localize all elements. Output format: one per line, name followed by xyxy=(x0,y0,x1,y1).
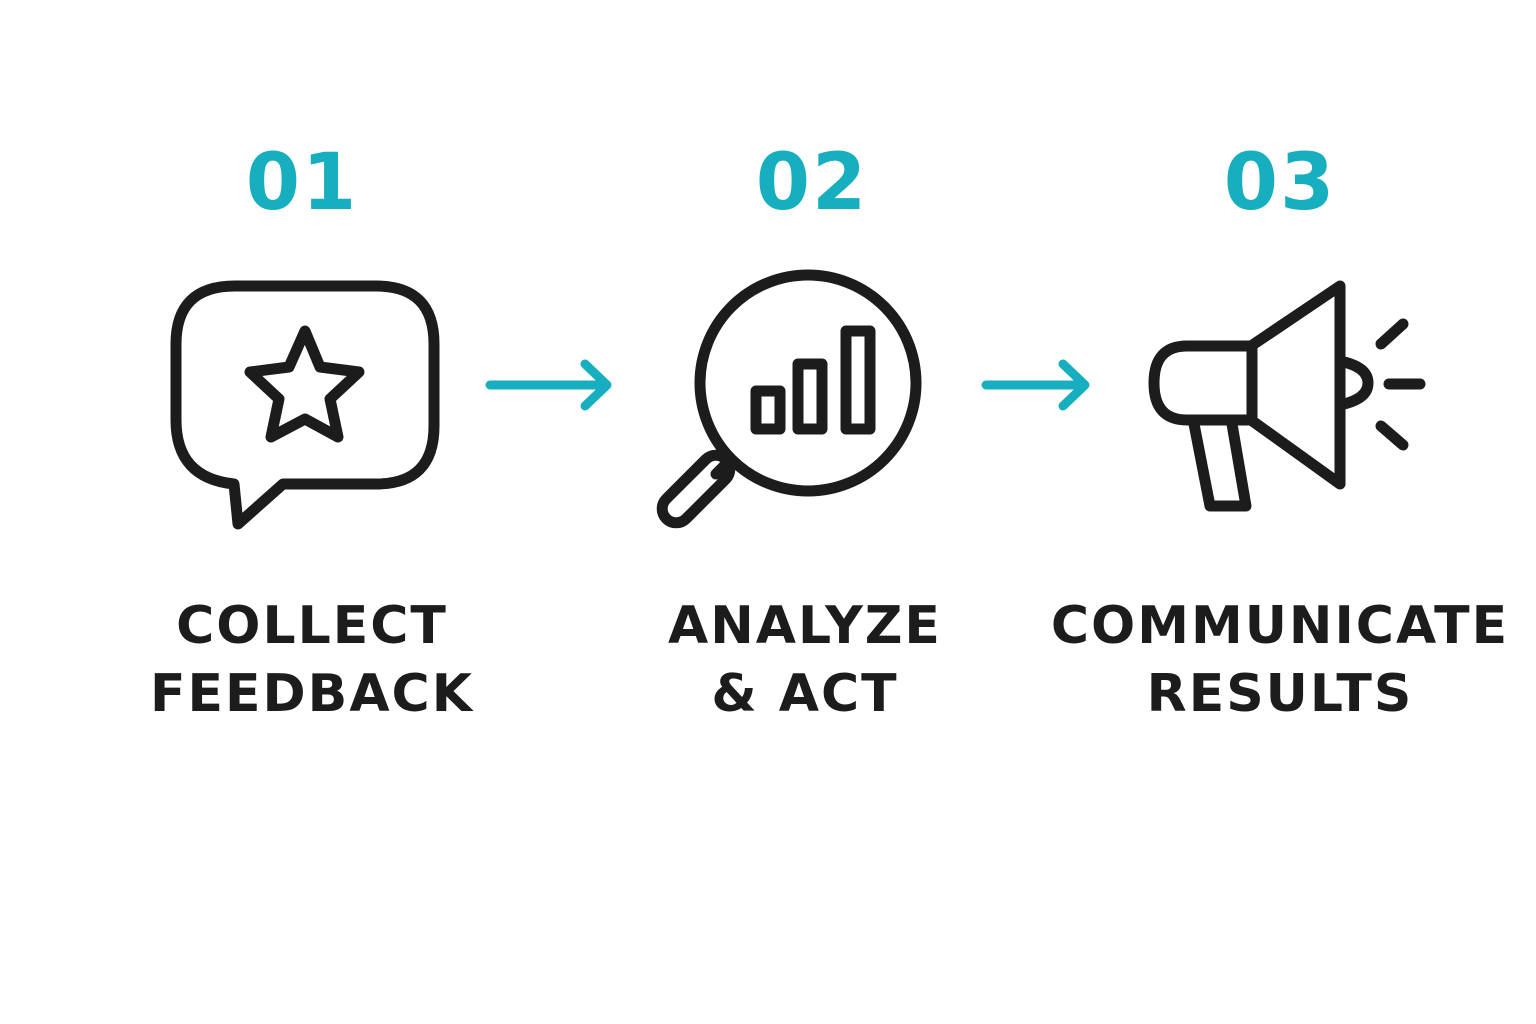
step-3-number: 03 xyxy=(1223,138,1337,228)
step-3-label-line-2: RESULTS xyxy=(1146,664,1414,724)
step-3-label-line-1: COMMUNICATE xyxy=(1050,596,1510,656)
step-2-label-line-2: & ACT xyxy=(711,664,899,724)
step-1-label-line-2: FEEDBACK xyxy=(149,664,475,724)
step-2-number: 02 xyxy=(755,138,869,228)
step-1-label-line-1: COLLECT xyxy=(176,596,448,656)
step-1-number: 01 xyxy=(245,138,359,228)
step-1-label: COLLECT FEEDBACK xyxy=(82,592,542,728)
step-2-label: ANALYZE & ACT xyxy=(575,592,1035,728)
step-2-label-line-1: ANALYZE xyxy=(668,596,942,656)
step-3-label: COMMUNICATE RESULTS xyxy=(1050,592,1510,728)
